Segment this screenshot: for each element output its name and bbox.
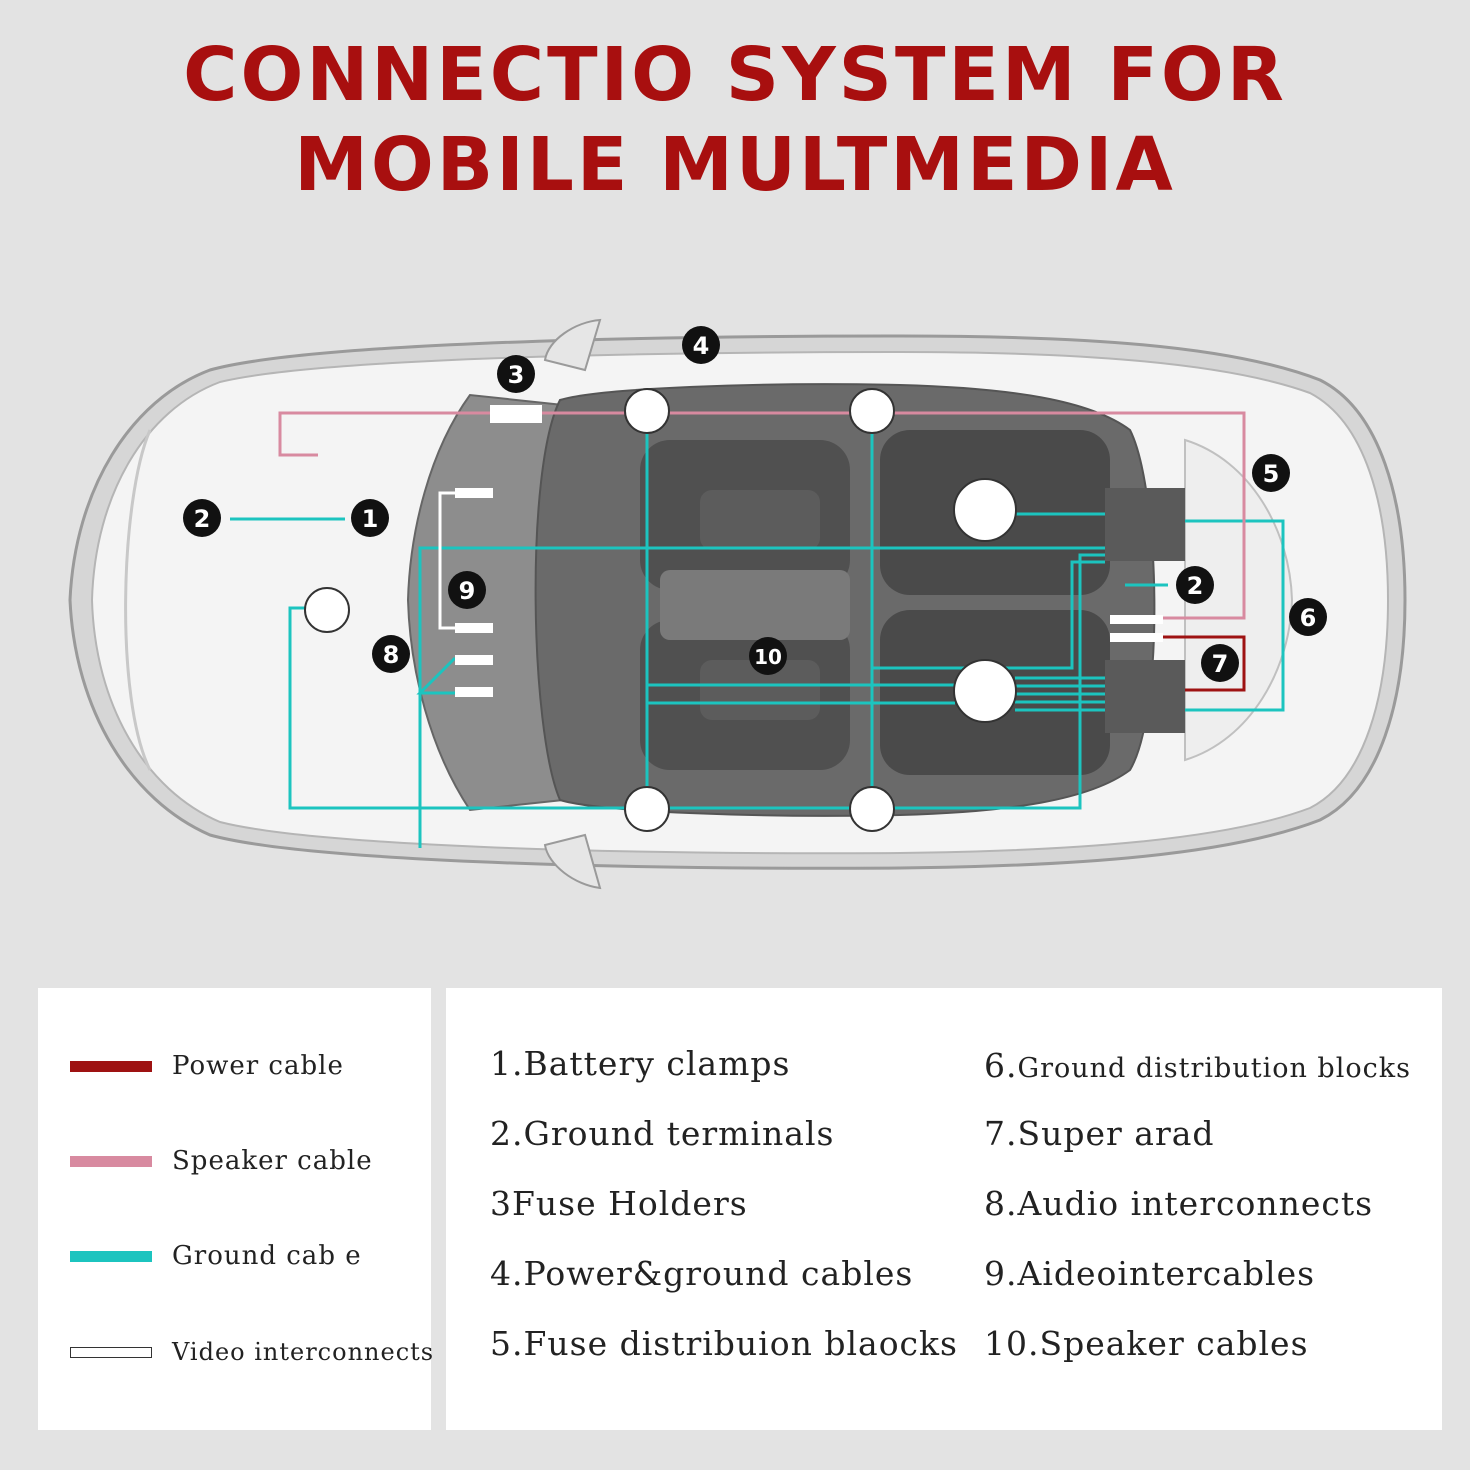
speaker-cable-runs bbox=[278, 411, 1246, 620]
legend-item-power-cable: Power cable bbox=[70, 1046, 344, 1086]
car-body bbox=[68, 318, 1407, 890]
fuse-holder bbox=[490, 405, 542, 423]
subwoofer-bottom bbox=[953, 659, 1017, 723]
svg-text:5: 5 bbox=[1263, 460, 1280, 488]
component-item-10: 10.Speaker cables bbox=[984, 1324, 1309, 1363]
diagram-title-line-2: MOBILE MULTMEDIA bbox=[294, 122, 1176, 208]
speaker-front-right bbox=[624, 786, 670, 832]
badge-8: 8 bbox=[372, 635, 410, 673]
component-item-6-number: 6. bbox=[984, 1046, 1018, 1085]
svg-text:2: 2 bbox=[1187, 572, 1204, 600]
legend-label: Video interconnects bbox=[172, 1338, 435, 1366]
legend-panel: Power cable Speaker cable Ground cab e V… bbox=[38, 988, 434, 1430]
component-item-1: 1.Battery clamps bbox=[490, 1044, 791, 1083]
svg-text:10: 10 bbox=[754, 645, 782, 669]
svg-text:9: 9 bbox=[459, 577, 476, 605]
legend-item-ground-cable: Ground cab e bbox=[70, 1236, 362, 1276]
amplifier-bottom bbox=[1105, 660, 1185, 733]
component-item-9: 9.Aideointercables bbox=[984, 1254, 1316, 1293]
ground-cable-swatch bbox=[70, 1250, 152, 1262]
badge-6: 6 bbox=[1289, 598, 1327, 636]
component-item-6: 6.Ground distribution blocks bbox=[984, 1046, 1411, 1085]
speaker-rear-left bbox=[849, 388, 895, 434]
component-item-2: 2.Ground terminals bbox=[490, 1114, 835, 1153]
component-item-3: 3Fuse Holders bbox=[490, 1184, 748, 1223]
subwoofer-top bbox=[953, 478, 1017, 542]
component-item-7: 7.Super arad bbox=[984, 1114, 1215, 1153]
badge-2-rear: 2 bbox=[1176, 566, 1214, 604]
component-item-5: 5.Fuse distribuion blaocks bbox=[490, 1324, 958, 1363]
badge-2-front: 2 bbox=[183, 499, 221, 537]
component-item-8: 8.Audio interconnects bbox=[984, 1184, 1374, 1223]
badge-7: 7 bbox=[1201, 644, 1239, 682]
legend-label: Ground cab e bbox=[172, 1241, 362, 1271]
legend-item-speaker-cable: Speaker cable bbox=[70, 1141, 373, 1181]
speaker-front-left bbox=[624, 388, 670, 434]
badge-9: 9 bbox=[448, 571, 486, 609]
amplifier-top bbox=[1105, 488, 1185, 561]
capacitor-bar-2 bbox=[1110, 633, 1163, 642]
video-interconnects-swatch bbox=[70, 1346, 152, 1358]
svg-text:3: 3 bbox=[508, 361, 525, 389]
badge-4: 4 bbox=[682, 326, 720, 364]
power-cable-swatch bbox=[70, 1060, 152, 1072]
number-badges: 1 2 3 4 5 2 6 7 8 9 10 bbox=[183, 326, 1327, 682]
badge-1: 1 bbox=[351, 499, 389, 537]
diagram-title-line-1: CONNECTIO SYSTEM FOR bbox=[183, 32, 1287, 118]
components bbox=[304, 388, 1185, 832]
capacitor-bar-1 bbox=[1110, 615, 1163, 624]
badge-10: 10 bbox=[749, 637, 787, 675]
svg-text:7: 7 bbox=[1212, 650, 1229, 678]
power-cable-runs bbox=[1163, 635, 1246, 692]
component-list-panel: 1.Battery clamps 2.Ground terminals 3Fus… bbox=[446, 988, 1442, 1430]
car-wiring-diagram: 1 2 3 4 5 2 6 7 8 9 10 bbox=[68, 318, 1407, 890]
legend-item-video-interconnects: Video interconnects bbox=[70, 1332, 434, 1372]
speaker-cable-swatch bbox=[70, 1155, 152, 1167]
badge-3: 3 bbox=[497, 355, 535, 393]
svg-text:1: 1 bbox=[362, 505, 379, 533]
battery-connector-circle bbox=[304, 587, 350, 633]
svg-text:2: 2 bbox=[194, 505, 211, 533]
video-interconnect-runs bbox=[438, 488, 493, 697]
svg-text:6: 6 bbox=[1300, 604, 1317, 632]
legend-label: Speaker cable bbox=[172, 1146, 373, 1176]
svg-text:4: 4 bbox=[693, 332, 710, 360]
badge-5: 5 bbox=[1252, 454, 1290, 492]
speaker-rear-right bbox=[849, 786, 895, 832]
svg-text:8: 8 bbox=[383, 641, 400, 669]
component-item-4: 4.Power&ground cables bbox=[490, 1254, 914, 1293]
component-item-6-label: Ground distribution blocks bbox=[1017, 1053, 1411, 1084]
legend-label: Power cable bbox=[172, 1051, 344, 1081]
